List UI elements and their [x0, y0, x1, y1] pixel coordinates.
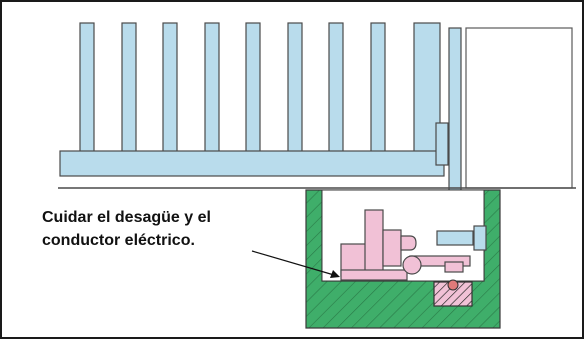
pivot-bearing-icon	[433, 279, 473, 307]
drive-arm-icon	[402, 255, 471, 275]
leader-arrow-icon	[251, 250, 340, 278]
gate-icon	[59, 22, 462, 271]
annotation-line-2: conductor eléctrico.	[42, 232, 195, 249]
motor-icon	[340, 209, 417, 281]
annotation-line-1: Cuidar el desagüe y el	[42, 209, 211, 226]
gate-post-icon	[465, 27, 573, 189]
annotation-note: Cuidar el desagüe y el conductor eléctri…	[42, 206, 211, 252]
ground-pit-icon	[305, 189, 501, 329]
shaft-clamp	[436, 225, 487, 251]
